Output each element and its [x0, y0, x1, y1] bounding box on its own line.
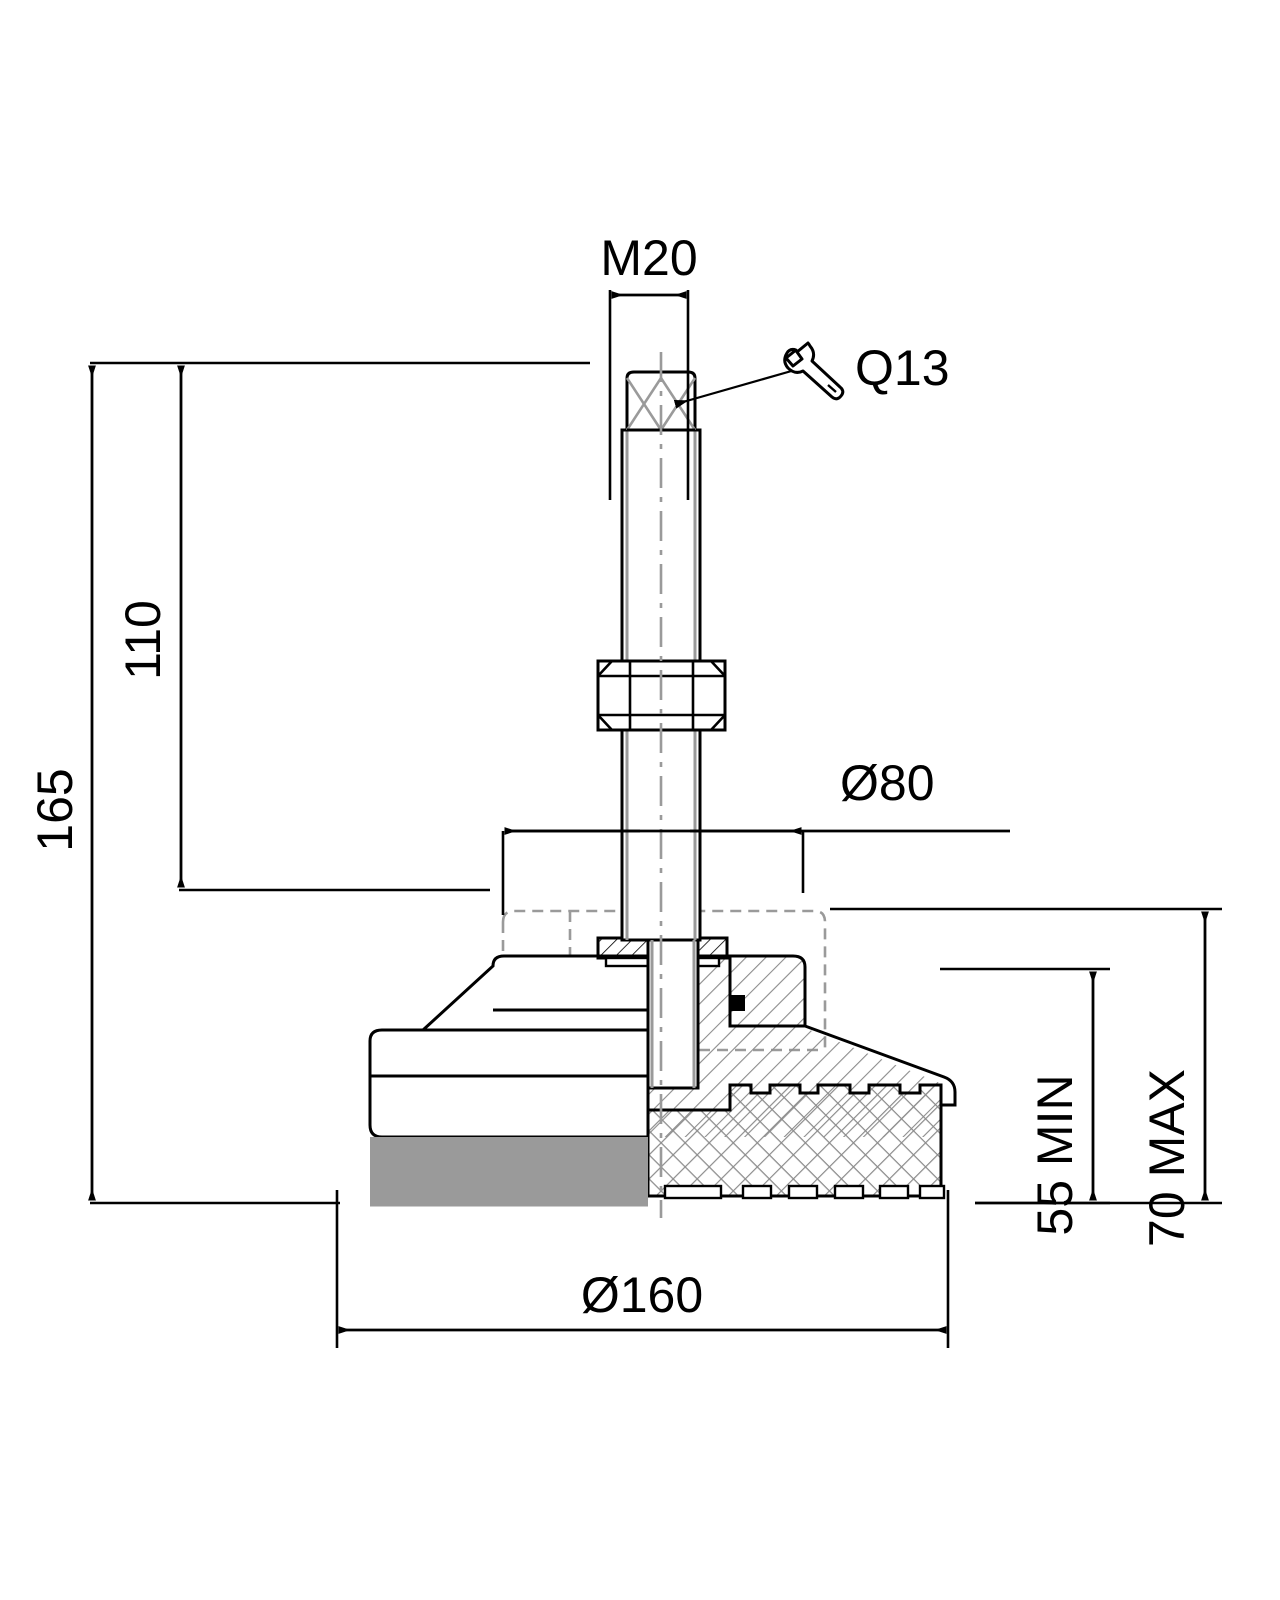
dimension-d160: Ø160 [335, 1190, 950, 1348]
dimension-70-max: 70 MAX [830, 907, 1222, 1247]
rubber-pad-block [370, 1137, 648, 1205]
threaded-stud-in-bore [646, 938, 700, 1090]
leader-line-q13 [673, 368, 796, 409]
dimension-label-110: 110 [115, 600, 171, 680]
wrench-icon [783, 341, 845, 401]
thread-root-lines [625, 430, 697, 1088]
ball-detail-mark [729, 995, 745, 1011]
base-body-outside-profile [368, 954, 650, 1139]
bore-shoulder-step [728, 956, 805, 1028]
dimension-label-m20: M20 [600, 230, 697, 286]
dimension-110: 110 [115, 365, 490, 892]
dimension-m20: M20 [600, 230, 698, 500]
dimension-label-55-min: 55 MIN [1027, 1074, 1083, 1235]
dimension-165: 165 [27, 361, 590, 1205]
dimension-55-min: 55 MIN [940, 967, 1110, 1236]
callout-q13: Q13 [673, 340, 950, 409]
callout-label-q13: Q13 [855, 340, 950, 396]
dimension-label-70-max: 70 MAX [1139, 1069, 1195, 1247]
dimension-label-165: 165 [27, 768, 83, 851]
dimension-label-d80: Ø80 [840, 755, 935, 811]
bottom-grip-grooves [663, 1184, 946, 1200]
dimension-d80: Ø80 [501, 755, 1010, 915]
dimension-label-d160: Ø160 [581, 1267, 703, 1323]
